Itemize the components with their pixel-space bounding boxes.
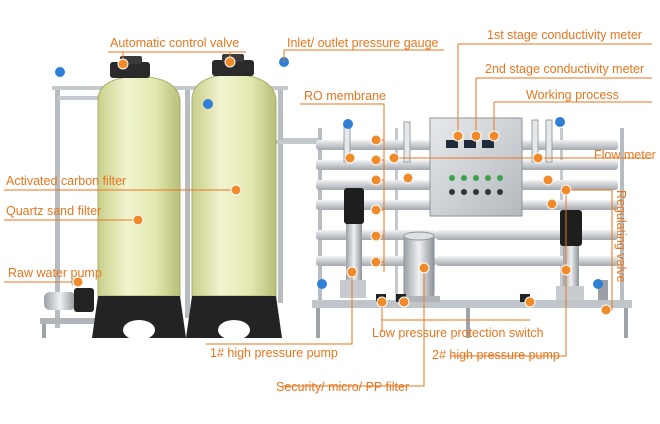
callout-markers — [72, 56, 612, 316]
high-pressure-pump-1 — [340, 188, 366, 298]
label-1-high-pressure-pump: 1# high pressure pump — [210, 346, 338, 360]
label-regulating-valve: Regulating valve — [614, 190, 628, 283]
label-2-high-pressure-pump: 2# high pressure pump — [432, 348, 560, 362]
regulating-valve-body — [598, 280, 608, 300]
label-inlet-outlet-pressure-gauge: Inlet/ outlet pressure gauge — [287, 36, 439, 50]
pressure-switch — [520, 294, 530, 302]
pressure-gauges — [55, 57, 603, 289]
label-2nd-stage-conductivity-meter: 2nd stage conductivity meter — [485, 62, 645, 76]
label-automatic-control-valve: Automatic control valve — [110, 36, 240, 50]
label-quartz-sand-filter: Quartz sand filter — [6, 204, 102, 218]
label-flow-meter: Flow meter — [594, 148, 656, 162]
label-1st-stage-conductivity-meter: 1st stage conductivity meter — [487, 28, 642, 42]
flow-meters — [343, 119, 553, 163]
label-low-pressure-protection-switch: Low pressure protection switch — [372, 326, 544, 340]
label-security-micro-pp-filter: Security/ micro/ PP filter — [276, 380, 410, 394]
label-activated-carbon-filter: Activated carbon filter — [6, 174, 127, 188]
quartz-sand-filter-tank — [92, 56, 186, 340]
leader-lines — [4, 43, 652, 387]
label-raw-water-pump: Raw water pump — [8, 266, 102, 280]
activated-carbon-filter-tank — [186, 54, 282, 340]
label-ro-membrane: RO membrane — [304, 89, 386, 103]
label-working-process: Working process — [526, 88, 619, 102]
